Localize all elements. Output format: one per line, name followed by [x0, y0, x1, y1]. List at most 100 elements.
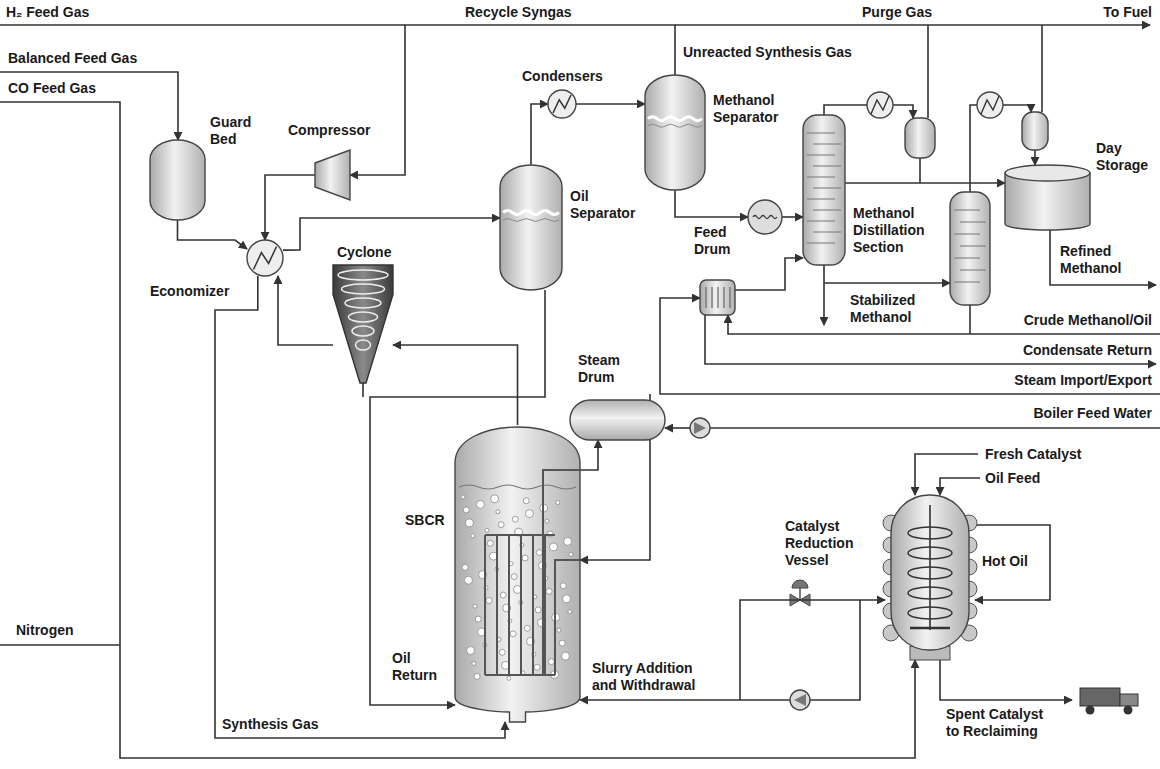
gas-bubble — [500, 592, 506, 598]
equipment-outline — [333, 265, 393, 383]
drum-shell — [570, 400, 665, 440]
catalyst-line — [915, 454, 978, 495]
gas-bubble — [485, 528, 489, 532]
gas-bubble — [525, 510, 533, 518]
process-stream — [580, 600, 885, 700]
gas-bubble — [498, 522, 504, 528]
pump-outlet — [694, 422, 706, 434]
vessel-shell — [891, 495, 969, 650]
exchanger-coil — [553, 95, 571, 113]
equipment-outline — [885, 495, 975, 660]
column-tray — [807, 221, 835, 222]
condenser-coil — [871, 96, 889, 114]
separator-vessel: Oil Separator — [500, 165, 562, 290]
vessel-shell — [645, 75, 705, 190]
liquid-level — [648, 124, 702, 127]
stream-label: Balanced Feed Gas — [8, 50, 137, 67]
gas-bubble — [556, 501, 560, 505]
equipment-label: Oil Separator — [570, 188, 642, 222]
bypass-line — [740, 600, 860, 700]
product-line — [1034, 150, 1036, 165]
stream-label: H₂ Feed Gas — [6, 4, 89, 21]
stream-label: Slurry Addition and Withdrawal — [592, 660, 717, 694]
gas-bubble — [536, 550, 542, 556]
stream-label: Condensate Return — [1023, 342, 1152, 359]
gas-bubble — [507, 676, 511, 680]
pump-body — [790, 690, 810, 710]
control-valve — [790, 580, 810, 606]
stream-label: Purge Gas — [862, 4, 932, 21]
equipment-label: Methanol Distillation Section — [853, 205, 945, 255]
overhead-line — [970, 105, 977, 192]
gas-bubble — [496, 510, 500, 514]
column-tray — [807, 133, 835, 134]
process-stream — [265, 175, 315, 240]
reactor-shell — [455, 427, 580, 722]
steam-drum: Steam Drum — [570, 400, 665, 440]
stream-label: CO Feed Gas — [8, 80, 96, 97]
gas-bubble — [461, 495, 465, 499]
hot-oil-loop — [975, 525, 1050, 600]
gas-bubble — [510, 631, 516, 637]
stabilized-line — [823, 283, 825, 325]
tank-roof — [1005, 165, 1090, 181]
stream-label: Hot Oil — [982, 553, 1028, 570]
agitator-spiral — [908, 607, 952, 619]
refined-line — [1050, 230, 1156, 285]
process-stream — [782, 216, 803, 218]
gas-bubble — [464, 576, 472, 584]
equipment-outline — [500, 165, 562, 290]
equipment-label: SBCR — [405, 512, 445, 529]
truck-body — [1080, 688, 1120, 706]
gas-bubble — [487, 540, 493, 546]
gas-bubble — [522, 555, 528, 561]
gas-bubble — [557, 628, 561, 632]
exchanger-coil — [253, 246, 276, 269]
drum-shell — [905, 118, 935, 158]
equipment-label: Cyclone — [337, 244, 391, 261]
exchanger-tubes — [706, 287, 730, 308]
reactor-vessel: SBCR — [455, 425, 580, 722]
column-shell — [950, 192, 990, 305]
equipment-outline — [315, 150, 350, 200]
cyclone-spiral — [356, 340, 371, 350]
stream-label: Recycle Syngas — [465, 4, 572, 21]
equipment-outline — [803, 115, 845, 265]
reflux-line — [919, 158, 921, 183]
gas-bubble — [561, 652, 569, 660]
stream-label: Boiler Feed Water — [1033, 405, 1152, 422]
gas-bubble — [463, 507, 469, 513]
process-stream — [350, 25, 675, 175]
nitrogen-line — [0, 644, 120, 646]
process-stream — [845, 182, 1005, 184]
feed-line — [0, 72, 178, 140]
column-tray — [807, 155, 835, 156]
spent-line — [940, 660, 1072, 700]
column-tray — [813, 188, 841, 189]
exchanger-shell — [247, 240, 283, 276]
gas-bubble — [491, 495, 499, 503]
guard-bed-vessel: Guard Bed — [150, 140, 205, 220]
process-stream — [178, 220, 248, 249]
gas-bubble — [473, 604, 477, 608]
valve-stem — [799, 588, 800, 600]
cyclone-spiral — [338, 270, 388, 280]
column — [950, 192, 990, 305]
agitator-spiral — [908, 587, 952, 599]
gas-bubble — [569, 552, 573, 556]
gas-bubble — [471, 534, 475, 538]
stream-label: Crude Methanol/Oil — [1024, 312, 1152, 329]
gas-bubble — [472, 662, 476, 666]
gas-bubble — [549, 543, 557, 551]
stream-label: Fresh Catalyst — [985, 446, 1081, 463]
bfw-line — [665, 427, 690, 429]
column-tray — [807, 199, 835, 200]
overhead-line — [893, 105, 913, 118]
gas-bubble — [499, 649, 505, 655]
condenser-shell — [867, 92, 893, 118]
drain-line — [362, 383, 364, 397]
vent-line — [927, 25, 929, 118]
liquid-level — [503, 211, 559, 215]
gas-bubble — [512, 516, 518, 522]
column-tray — [813, 210, 841, 211]
